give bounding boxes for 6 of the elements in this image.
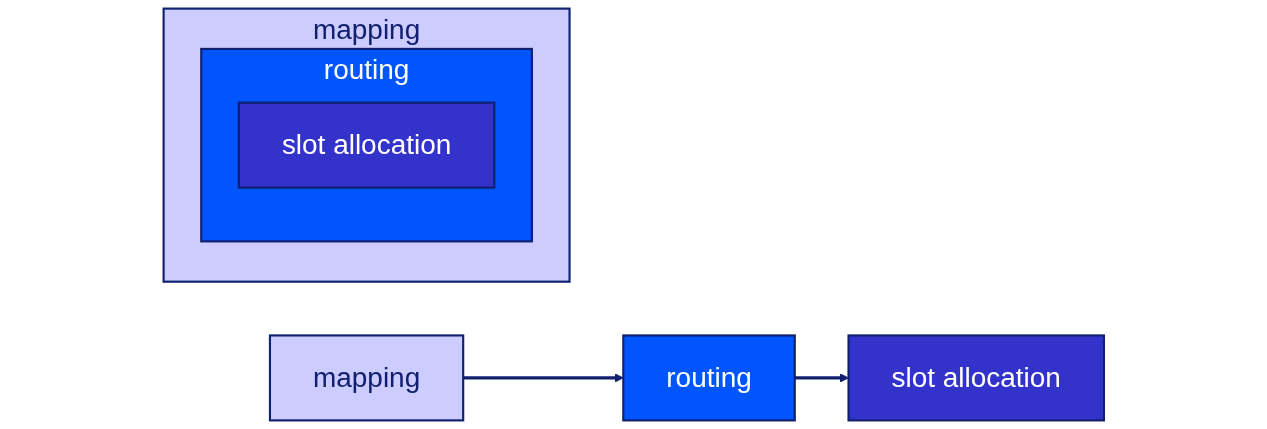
node-box: slot allocation xyxy=(847,334,1105,422)
arrow xyxy=(462,373,624,383)
node-box: routing xyxy=(621,334,796,422)
arrow xyxy=(794,373,849,383)
node-box: mapping xyxy=(268,334,464,422)
node-box: slot allocation xyxy=(237,101,496,189)
